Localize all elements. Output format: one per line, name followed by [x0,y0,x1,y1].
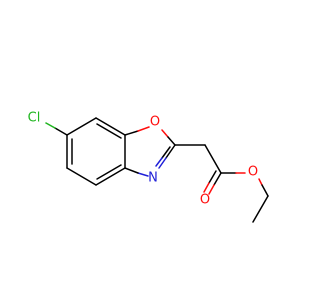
ester-oxygen-atom-label: O [248,165,258,180]
bond-n3-c3a [124,167,139,174]
bond-c2-n3-double [161,146,171,159]
bond-c7a-o1 [124,130,139,136]
bond-carbonyl-o-double-colored [203,182,210,193]
bond-ester-o-ch2 [261,184,269,197]
bond-c3-c3a [95,167,126,186]
ring-nitrogen-atom-label: N [148,171,158,186]
bond-ch2-carbonyl [204,144,222,174]
bond-c4-c3 [66,167,97,186]
bond-c7a-o1-colored [137,126,150,132]
oxazole-ring [124,126,176,177]
carbonyl-oxygen-atom-label: O [200,193,210,208]
bond-c6-cl-colored [45,122,56,129]
bond-ester-o-ch2-colored [258,178,263,186]
ring-oxygen-atom-label: O [150,115,160,130]
bond-c2-n3-double-colored [155,157,163,167]
bond-c7a-c7 [95,117,126,136]
chlorine-atom-label: Cl [28,111,41,126]
bond-c7a-c7-inner [96,123,122,139]
bond-c2-n3 [165,144,176,159]
bond-o1-c2 [167,136,176,146]
bond-c2-n3-colored [158,157,167,169]
bond-ch2-ch3 [252,195,269,223]
bond-carbonyl-o-colored [208,184,215,195]
molecule-structure-diagram: Cl O N O O [28,111,269,223]
bond-c6-cl [54,127,68,136]
bond-o1-c2-colored [161,129,169,138]
ester-side-chain [174,144,269,223]
benzene-ring [66,117,126,186]
bond-carbonyl-o-double [208,170,217,184]
bond-c3-c3a-inner [96,164,122,180]
bond-carbonyl-o [213,172,222,186]
bond-n3-c3a-colored [137,172,149,177]
bond-c7-c6 [66,117,97,136]
